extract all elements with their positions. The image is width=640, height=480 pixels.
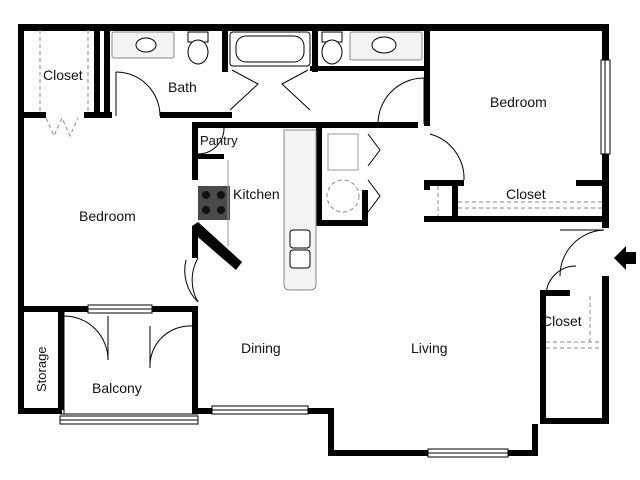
toilet-bowl-right bbox=[321, 39, 343, 65]
label-pantry: Pantry bbox=[200, 133, 238, 148]
fixtures bbox=[111, 31, 423, 291]
label-living: Living bbox=[411, 340, 448, 356]
room-labels: Closet Bath Bedroom Pantry Kitchen Close… bbox=[34, 67, 582, 396]
label-storage: Storage bbox=[34, 346, 49, 392]
sink-right bbox=[371, 36, 397, 54]
label-bedroom-right: Bedroom bbox=[490, 94, 547, 110]
bathtub bbox=[229, 31, 311, 67]
sink-kitchen-1 bbox=[289, 229, 311, 249]
label-bath: Bath bbox=[168, 79, 197, 95]
label-balcony: Balcony bbox=[92, 380, 142, 396]
label-dining: Dining bbox=[241, 340, 281, 356]
stove bbox=[198, 186, 230, 220]
label-bedroom-left: Bedroom bbox=[79, 208, 136, 224]
washer bbox=[327, 133, 359, 171]
label-kitchen: Kitchen bbox=[233, 186, 280, 202]
windows bbox=[59, 59, 611, 458]
door-swings bbox=[45, 69, 605, 369]
sink-kitchen-2 bbox=[289, 249, 311, 269]
dryer bbox=[326, 179, 360, 213]
label-closet-entry: Closet bbox=[542, 313, 582, 329]
label-closet-right: Closet bbox=[506, 186, 546, 202]
toilet-bowl-left bbox=[187, 39, 209, 65]
balcony-rail bbox=[60, 312, 198, 421]
sink-left bbox=[135, 37, 157, 53]
closet-details bbox=[39, 30, 604, 349]
entry-arrow-icon bbox=[614, 246, 636, 270]
label-closet-tl: Closet bbox=[43, 67, 83, 83]
